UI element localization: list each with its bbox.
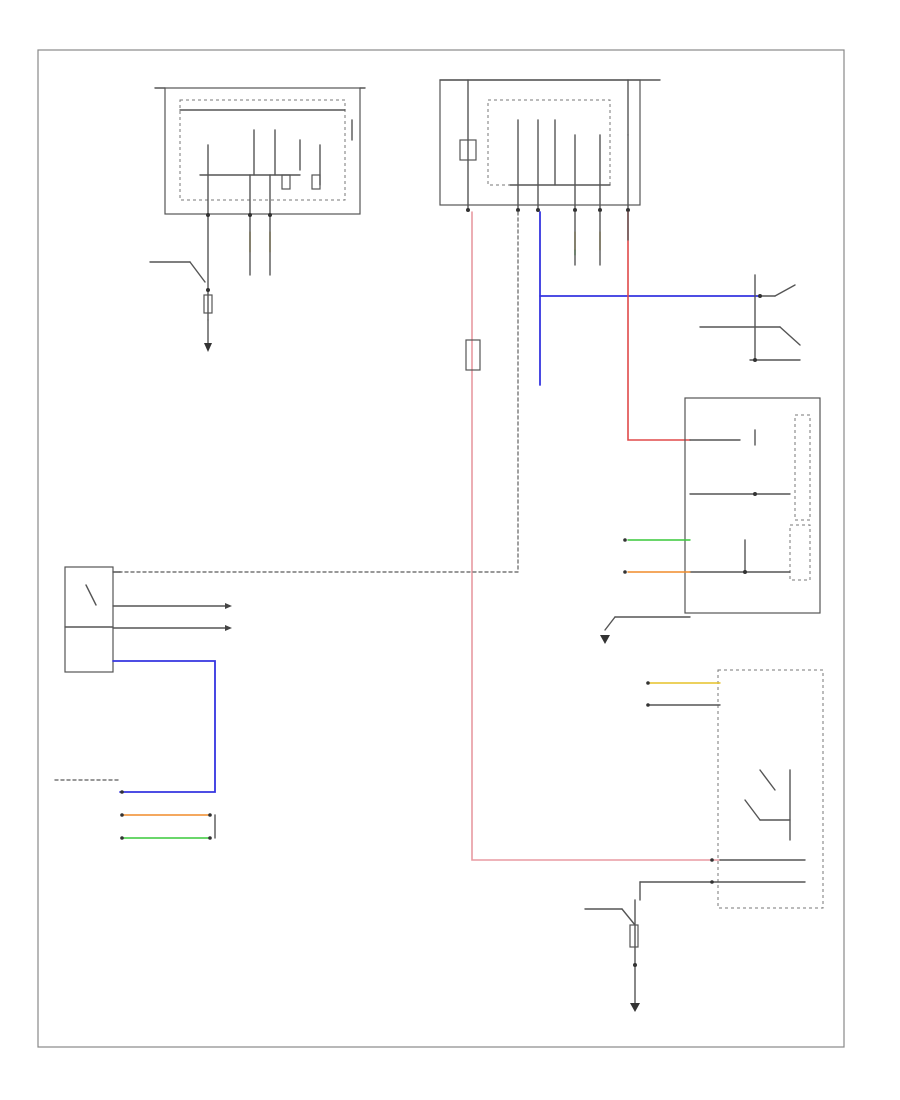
ground-symbol-2 <box>600 635 610 644</box>
main-wiring <box>119 211 761 861</box>
top-left-wires <box>149 213 272 352</box>
top-left-module <box>154 87 366 216</box>
ground-symbol-3 <box>630 1003 640 1012</box>
diagram-frame <box>37 49 845 1048</box>
top-center-module <box>439 79 661 212</box>
multifunction-switch <box>639 669 824 909</box>
bottom-ground-branch <box>584 899 640 1012</box>
bottom-left-connector <box>54 779 216 840</box>
ground-symbol-1 <box>204 343 212 352</box>
door-switch <box>699 274 801 362</box>
instrument-cluster <box>600 397 821 644</box>
left-seatbelt-switch <box>64 566 232 793</box>
